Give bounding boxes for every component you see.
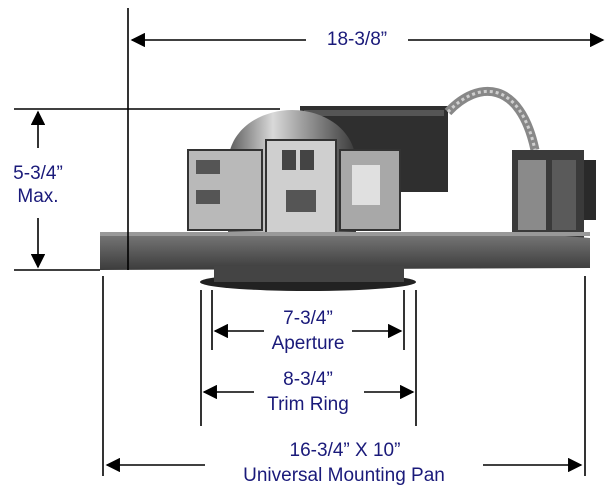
dimension-lines xyxy=(14,8,605,476)
trim-value-label: 8-3/4” xyxy=(283,369,333,390)
pan-name-label: Universal Mounting Pan xyxy=(243,465,445,486)
recessed-light-fixture xyxy=(100,86,596,291)
flex-conduit xyxy=(444,86,540,151)
height-note-label: Max. xyxy=(17,186,59,207)
trim-name-label: Trim Ring xyxy=(267,394,349,415)
aperture-value-label: 7-3/4” xyxy=(283,308,333,329)
mounting-pan xyxy=(100,232,590,270)
height-value-label: 5-3/4” xyxy=(13,163,63,184)
overall-length-label: 18-3/8” xyxy=(306,29,408,51)
pan-value-label: 16-3/4” X 10” xyxy=(289,440,401,461)
aperture-name-label: Aperture xyxy=(271,333,345,354)
